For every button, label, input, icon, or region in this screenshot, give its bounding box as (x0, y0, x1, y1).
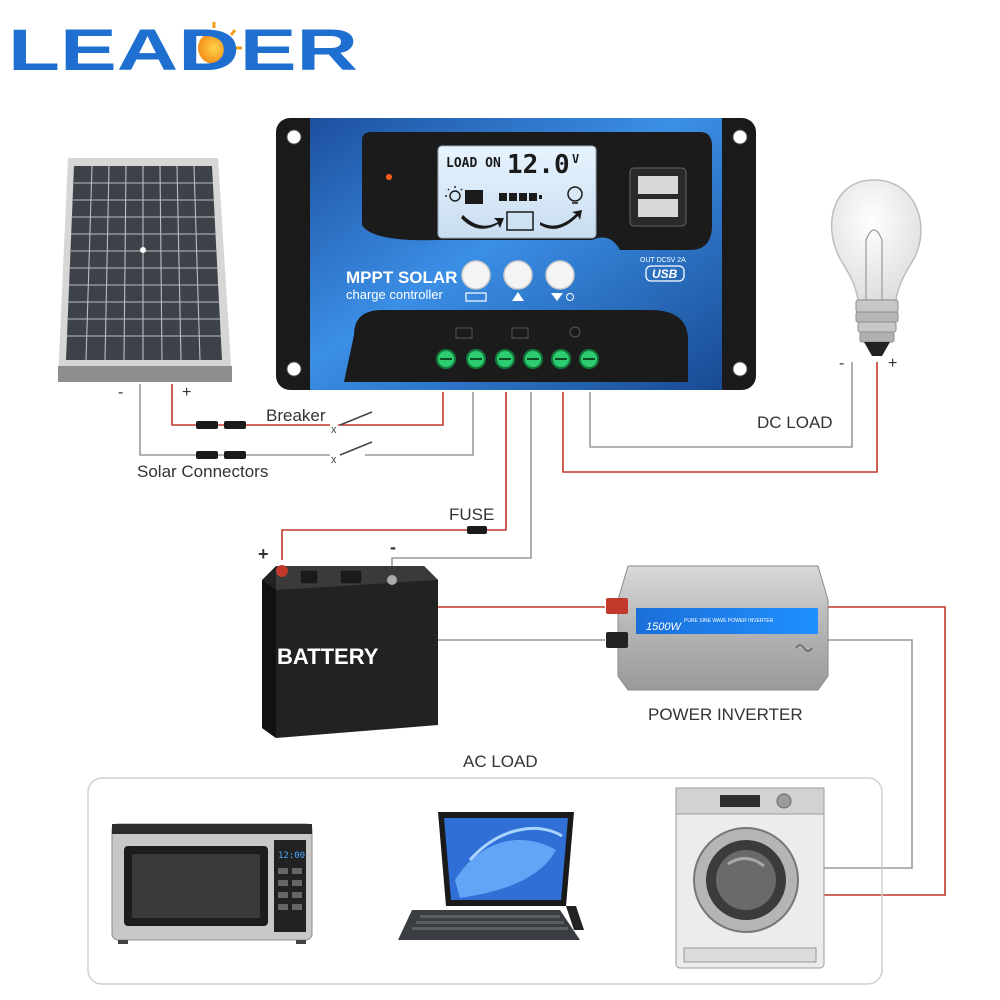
logo-text: LEADER (8, 18, 358, 83)
panel-positive-label: + (182, 384, 191, 401)
logo-sun-icon (198, 32, 230, 64)
mount-hole (286, 361, 302, 377)
solar-connectors-label: Solar Connectors (137, 462, 268, 481)
svg-text:x: x (331, 454, 337, 466)
lcd-value: 12.0 (507, 150, 570, 180)
svg-text:x: x (331, 424, 337, 436)
bulb-mini-icon (566, 293, 574, 301)
light-bulb-icon: - + (830, 179, 922, 372)
wire-panel-negative (139, 384, 330, 456)
ac-load-frame (87, 777, 883, 985)
wire-battery-negative (391, 392, 532, 575)
bulb-positive-label: + (888, 355, 897, 372)
wire-breaker-to-pv-negative (365, 392, 474, 456)
controller-title: MPPT SOLAR (346, 268, 457, 287)
fuse-icon (467, 526, 487, 534)
lcd-bulb-icon (567, 186, 583, 204)
battery-positive-terminal (276, 565, 288, 577)
terminal-screw[interactable] (495, 349, 515, 369)
terminal-screw[interactable] (551, 349, 571, 369)
battery-label: BATTERY (277, 644, 379, 669)
terminal-screw[interactable] (523, 349, 543, 369)
wire-ac-out-1 (820, 606, 946, 896)
lcd-screen (437, 145, 597, 239)
dc-load-label: DC LOAD (757, 413, 833, 432)
power-inverter-icon: 1500W PURE SINE WAVE POWER INVERTER (606, 565, 829, 691)
usb-port (638, 176, 678, 194)
mount-hole (732, 129, 748, 145)
panel-icon (465, 292, 487, 302)
battery-icon: + - BATTERY (258, 537, 438, 738)
power-inverter-label: POWER INVERTER (648, 705, 803, 724)
menu-button[interactable] (461, 260, 491, 302)
terminal-marking-icons (455, 326, 581, 339)
wire-load-negative (589, 362, 853, 448)
panel-negative-label: - (118, 384, 123, 401)
wire-panel-positive (171, 384, 330, 426)
up-arrow-icon (512, 292, 524, 301)
inverter-negative-terminal (606, 632, 628, 648)
solar-panel: - + (58, 158, 232, 401)
inverter-positive-terminal (606, 598, 628, 614)
breaker-label: Breaker (266, 406, 326, 425)
brand-logo: LEADER (8, 18, 358, 83)
lcd-unit: V (572, 152, 579, 166)
logo-sun-rays-icon (186, 22, 242, 50)
up-button[interactable] (503, 260, 533, 301)
lcd-panel-icon (465, 190, 483, 204)
down-button[interactable] (545, 260, 575, 301)
usb-port (638, 199, 678, 217)
inverter-watt-label: 1500W (646, 621, 682, 633)
usb-badge-frame (645, 265, 685, 282)
wire-breaker-to-pv-positive (365, 392, 444, 426)
lcd-flow-arrows-icon (461, 210, 582, 231)
usb-badge: USB (652, 267, 678, 281)
lcd-battery-level-icon (499, 193, 542, 201)
bulb-negative-label: - (839, 355, 844, 372)
wire-load-positive (562, 362, 878, 473)
battery-positive-label: + (258, 544, 269, 564)
battery-negative-label: - (390, 537, 396, 557)
wire-battery-positive (281, 392, 507, 560)
ac-load-label: AC LOAD (463, 752, 538, 771)
lcd-sun-icon (445, 186, 463, 202)
washing-machine-icon (675, 787, 825, 969)
controller-subtitle: charge controller (346, 287, 443, 302)
panel-cells (67, 165, 221, 361)
terminal-screw[interactable] (579, 349, 599, 369)
microwave-icon: 12:00 (111, 823, 313, 944)
charge-controller: LOAD ON 12.0 V OUT DC5V 2A USB (276, 118, 756, 390)
breaker-switches: x x (331, 411, 373, 466)
tablet-icon (398, 812, 584, 940)
solar-connectors-icon (196, 421, 246, 459)
down-arrow-icon (551, 293, 563, 301)
mount-hole (732, 361, 748, 377)
battery-negative-terminal (387, 575, 397, 585)
usb-rating: OUT DC5V 2A (640, 257, 686, 264)
wire-ac-out-2 (820, 639, 913, 869)
sine-wave-icon (795, 644, 813, 652)
terminal-screw[interactable] (466, 349, 486, 369)
terminal-screw[interactable] (436, 349, 456, 369)
inverter-model-label: PURE SINE WAVE POWER INVERTER (684, 618, 774, 624)
fuse-label: FUSE (449, 505, 494, 524)
lcd-mode: LOAD ON (446, 156, 501, 171)
microwave-clock: 12:00 (278, 851, 305, 861)
terminal-block (436, 349, 599, 369)
mount-hole (286, 129, 302, 145)
